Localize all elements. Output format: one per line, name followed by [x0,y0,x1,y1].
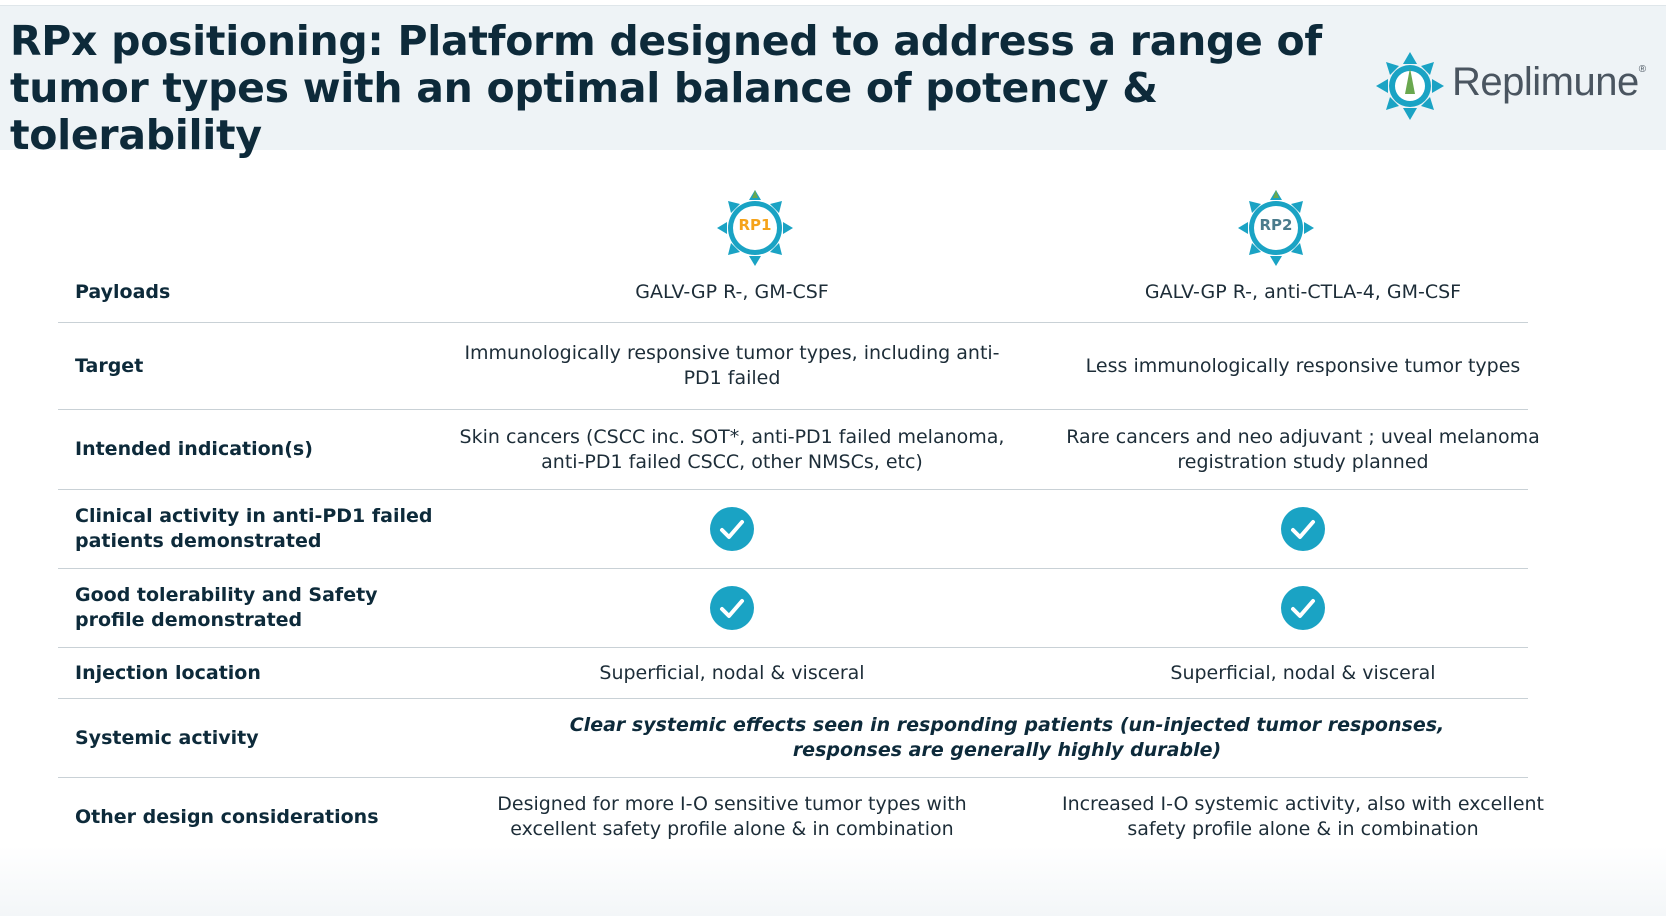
table-row-systemic-activity: Systemic activity Clear systemic effects… [58,699,1528,778]
replimune-wordmark: Replimune® [1452,60,1646,104]
rp2-cell [1048,569,1558,647]
row-label: Injection location [75,661,261,684]
rp2-cell: GALV-GP R-, anti-CTLA-4, GM-CSF [1144,280,1462,303]
rp1-cell: Designed for more I-O sensitive tumor ty… [497,793,967,840]
rp1-cell: GALV-GP R-, GM-CSF [635,280,829,303]
rp1-cell: Immunologically responsive tumor types, … [464,342,1000,389]
row-label: Clinical activity in anti-PD1 failed pat… [75,505,433,552]
checkmark-circle-icon [1281,586,1325,630]
rp1-cell [458,569,1006,647]
rp1-label: RP1 [738,216,772,234]
table-row-design-considerations: Other design considerations Designed for… [58,778,1544,856]
footer-fade [0,846,1666,916]
slide-title: RPx positioning: Platform designed to ad… [10,17,1322,159]
table-row-injection-location: Injection location Superficial, nodal & … [58,648,1528,699]
checkmark-circle-icon [710,507,754,551]
replimune-logo: Replimune® [1372,48,1652,124]
rp2-cell: Superficial, nodal & visceral [1170,661,1436,684]
shared-cell: Clear systemic effects seen in respondin… [569,714,1445,761]
row-label: Systemic activity [75,726,259,749]
checkmark-circle-icon [1281,507,1325,551]
rp2-cell: Increased I-O systemic activity, also wi… [1061,793,1545,840]
rp1-badge: RP1 [715,188,795,268]
top-border [0,0,1666,6]
row-label: Target [75,354,144,377]
replimune-logo-icon [1376,52,1444,120]
table-row-clinical-activity: Clinical activity in anti-PD1 failed pat… [58,490,1528,569]
rp2-cell [1048,490,1558,568]
row-label: Intended indication(s) [75,438,313,460]
comparison-table: Payloads GALV-GP R-, GM-CSF GALV-GP R-, … [58,262,1544,856]
row-label: Good tolerability and Safety profile dem… [75,584,378,631]
row-label: Payloads [75,280,171,303]
rp2-label: RP2 [1259,216,1293,234]
rp2-badge: RP2 [1236,188,1316,268]
table-row-tolerability: Good tolerability and Safety profile dem… [58,569,1528,648]
slide-header: RPx positioning: Platform designed to ad… [0,6,1666,159]
rp1-cell: Skin cancers (CSCC inc. SOT*, anti-PD1 f… [459,425,1005,473]
checkmark-circle-icon [710,586,754,630]
rp2-badge-icon [1238,190,1314,266]
rp1-cell: Superficial, nodal & visceral [599,661,865,684]
table-row-target: Target Immunologically responsive tumor … [58,323,1528,410]
rp2-cell: Less immunologically responsive tumor ty… [1085,354,1521,377]
rp1-cell [458,490,1006,568]
row-label: Other design considerations [75,805,379,828]
rp1-badge-icon [717,190,793,266]
table-row-indications: Intended indication(s) Skin cancers (CSC… [58,410,1540,490]
table-row-payloads: Payloads GALV-GP R-, GM-CSF GALV-GP R-, … [58,262,1528,323]
rp2-cell: Rare cancers and neo adjuvant ; uveal me… [1066,425,1540,473]
